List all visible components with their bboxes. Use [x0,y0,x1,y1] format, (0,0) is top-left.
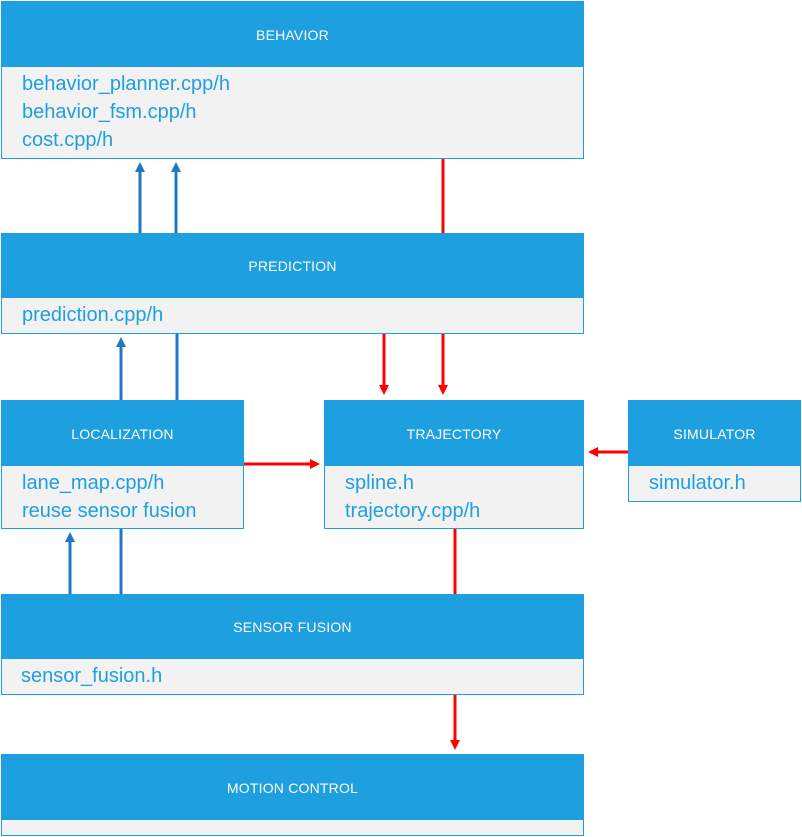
localization-files: lane_map.cpp/h reuse sensor fusion [2,466,243,525]
motion-control-title: MOTION CONTROL [2,755,583,820]
sensor-fusion-files: sensor_fusion.h [2,659,583,690]
behavior-files: behavior_planner.cpp/h behavior_fsm.cpp/… [2,67,583,154]
simulator-title: SIMULATOR [629,401,800,466]
behavior-file: behavior_fsm.cpp/h [22,101,197,123]
trajectory-module: TRAJECTORY spline.h trajectory.cpp/h [324,400,584,529]
localization-file: lane_map.cpp/h [22,472,165,494]
sensor-fusion-file: sensor_fusion.h [21,665,163,687]
trajectory-file: trajectory.cpp/h [345,500,481,522]
trajectory-files: spline.h trajectory.cpp/h [325,466,583,525]
behavior-module: BEHAVIOR behavior_planner.cpp/h behavior… [1,1,584,159]
localization-title: LOCALIZATION [2,401,243,466]
prediction-file: prediction.cpp/h [22,304,164,326]
trajectory-title: TRAJECTORY [325,401,583,466]
prediction-files: prediction.cpp/h [2,298,583,329]
behavior-title: BEHAVIOR [2,2,583,67]
sensor-fusion-title: SENSOR FUSION [2,595,583,659]
sensor-fusion-module: SENSOR FUSION sensor_fusion.h [1,594,584,695]
motion-control-module: MOTION CONTROL [1,754,584,836]
behavior-file: cost.cpp/h [22,129,114,151]
trajectory-file: spline.h [345,472,414,494]
simulator-files: simulator.h [629,466,800,497]
localization-file: reuse sensor fusion [22,500,197,522]
prediction-module: PREDICTION prediction.cpp/h [1,233,584,334]
prediction-title: PREDICTION [2,234,583,298]
simulator-file: simulator.h [649,472,746,494]
simulator-module: SIMULATOR simulator.h [628,400,801,502]
motion-control-files [2,820,583,823]
localization-module: LOCALIZATION lane_map.cpp/h reuse sensor… [1,400,244,529]
behavior-file: behavior_planner.cpp/h [22,73,230,95]
